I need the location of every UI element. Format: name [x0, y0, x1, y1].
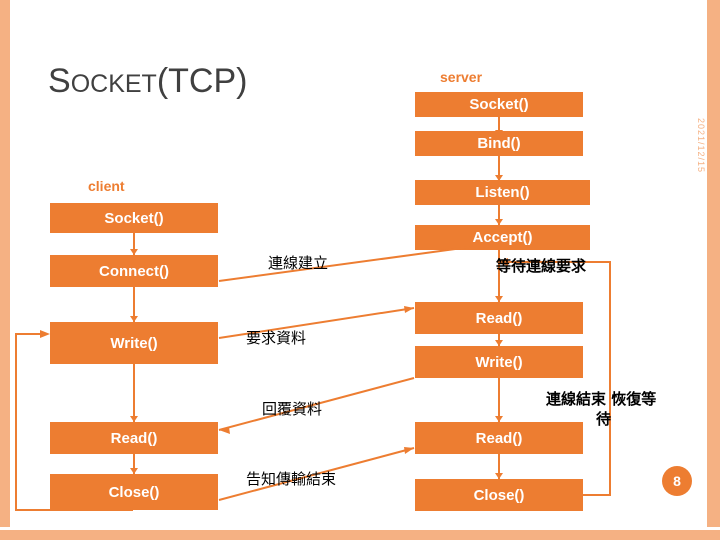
server-arrow-2: [495, 175, 503, 181]
server-step-read-2[interactable]: Read(): [415, 422, 583, 454]
client-connector-3: [133, 364, 135, 422]
note-connection-end: 連線結束 恢復等: [546, 390, 657, 408]
note-wait-connection: 等待連線要求: [496, 257, 587, 275]
server-column-label: server: [440, 69, 483, 85]
server-step-accept[interactable]: Accept(): [415, 225, 590, 250]
message-label-3: 回覆資料: [262, 400, 323, 418]
message-label-2: 要求資料: [246, 329, 307, 347]
client-connector-2: [133, 287, 135, 322]
client-arrow-4: [130, 468, 138, 474]
title-first-letter: S: [48, 62, 71, 100]
title-tail: (TCP): [156, 62, 248, 100]
page-title: SOCKET(TCP): [48, 62, 247, 101]
server-connector-3: [498, 205, 500, 225]
note-connection-end-2: 待: [596, 410, 612, 428]
server-arrow-4: [495, 296, 503, 302]
page-border-right-inner: [703, 0, 707, 540]
server-step-bind[interactable]: Bind(): [415, 131, 583, 156]
server-step-read-1[interactable]: Read(): [415, 302, 583, 334]
page-border-left-inner: [10, 0, 13, 540]
client-arrow-3: [130, 416, 138, 422]
server-connector-4: [498, 250, 500, 302]
server-arrow-6: [495, 416, 503, 422]
client-step-socket[interactable]: Socket(): [50, 203, 218, 233]
page-border-bottom: [0, 530, 720, 540]
client-arrow-1: [130, 249, 138, 255]
server-arrow-7: [495, 473, 503, 479]
client-step-close[interactable]: Close(): [50, 474, 218, 510]
server-arrow-3: [495, 219, 503, 225]
server-connector-6: [498, 378, 500, 422]
server-connector-1: [498, 117, 500, 136]
slide-date: 2021/12/15: [696, 118, 706, 174]
page-border-left: [0, 0, 10, 540]
server-step-listen[interactable]: Listen(): [415, 180, 590, 205]
title-rest: OCKET: [70, 70, 157, 98]
server-arrow-5: [495, 340, 503, 346]
server-step-write[interactable]: Write(): [415, 346, 583, 378]
page-border-right: [707, 0, 720, 540]
message-label-1: 連線建立: [268, 254, 329, 272]
server-connector-7: [498, 454, 500, 479]
client-step-read[interactable]: Read(): [50, 422, 218, 454]
server-step-close[interactable]: Close(): [415, 479, 583, 511]
server-connector-2: [498, 156, 500, 181]
client-column-label: client: [88, 178, 125, 194]
server-step-socket[interactable]: Socket(): [415, 92, 583, 117]
client-connector-1: [133, 233, 135, 255]
message-label-4: 告知傳輸結束: [246, 470, 337, 488]
client-step-write[interactable]: Write(): [50, 322, 218, 364]
page-border-bottom-inner: [0, 527, 720, 530]
client-arrow-2: [130, 316, 138, 322]
page-number-badge: 8: [662, 466, 692, 496]
client-connector-4: [133, 454, 135, 474]
client-step-connect[interactable]: Connect(): [50, 255, 218, 287]
